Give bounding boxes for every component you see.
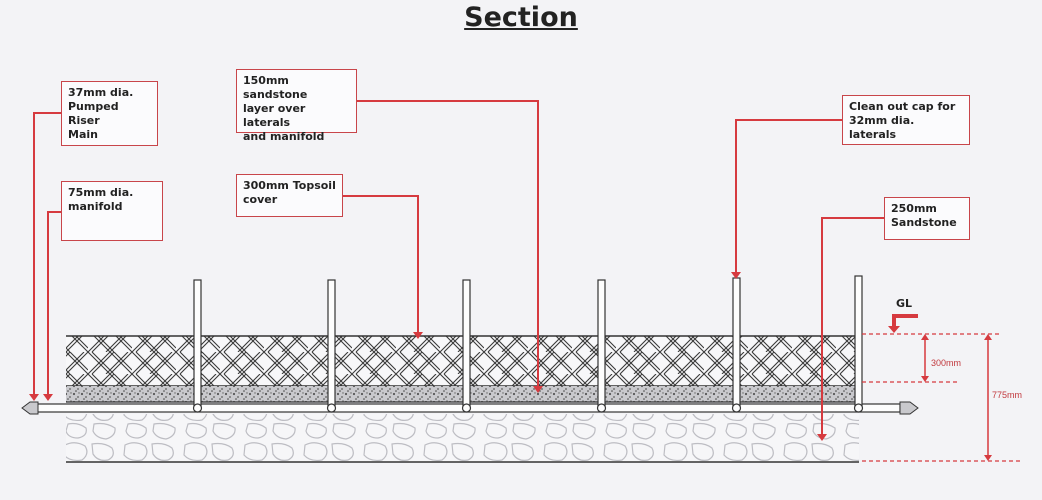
label-riser: 37mm dia. Pumped Riser Main [68, 86, 134, 141]
label-riser-box: 37mm dia. Pumped Riser Main [61, 81, 158, 146]
label-topsoil: 300mm Topsoil cover [243, 179, 336, 206]
callout-arrowheads [29, 272, 827, 441]
dim-300mm: 300mm [931, 358, 962, 368]
label-manifold: 75mm dia. manifold [68, 186, 134, 213]
label-cleanout-box: Clean out cap for 32mm dia. laterals [842, 95, 970, 145]
page-title: Section [464, 2, 578, 33]
sandstone-base-layer [66, 414, 859, 462]
label-sandstone-layer: 150mm sandstone layer over laterals and … [243, 74, 325, 143]
label-sandstone-layer-box: 150mm sandstone layer over laterals and … [236, 69, 357, 143]
gl-label: GL [896, 297, 913, 310]
lateral-pipes [192, 275, 864, 413]
dim-775mm: 775mm [992, 390, 1023, 400]
label-cleanout: Clean out cap for 32mm dia. laterals [849, 100, 956, 141]
label-topsoil-box: 300mm Topsoil cover [236, 174, 343, 217]
label-sandstone-base: 250mm Sandstone [891, 202, 957, 229]
label-sandstone-base-box: 250mm Sandstone [884, 197, 970, 240]
dimension-lines [862, 333, 1022, 462]
callout-leaders [33, 100, 884, 436]
ground-level-marker [892, 314, 918, 328]
label-manifold-box: 75mm dia. manifold [61, 181, 163, 241]
